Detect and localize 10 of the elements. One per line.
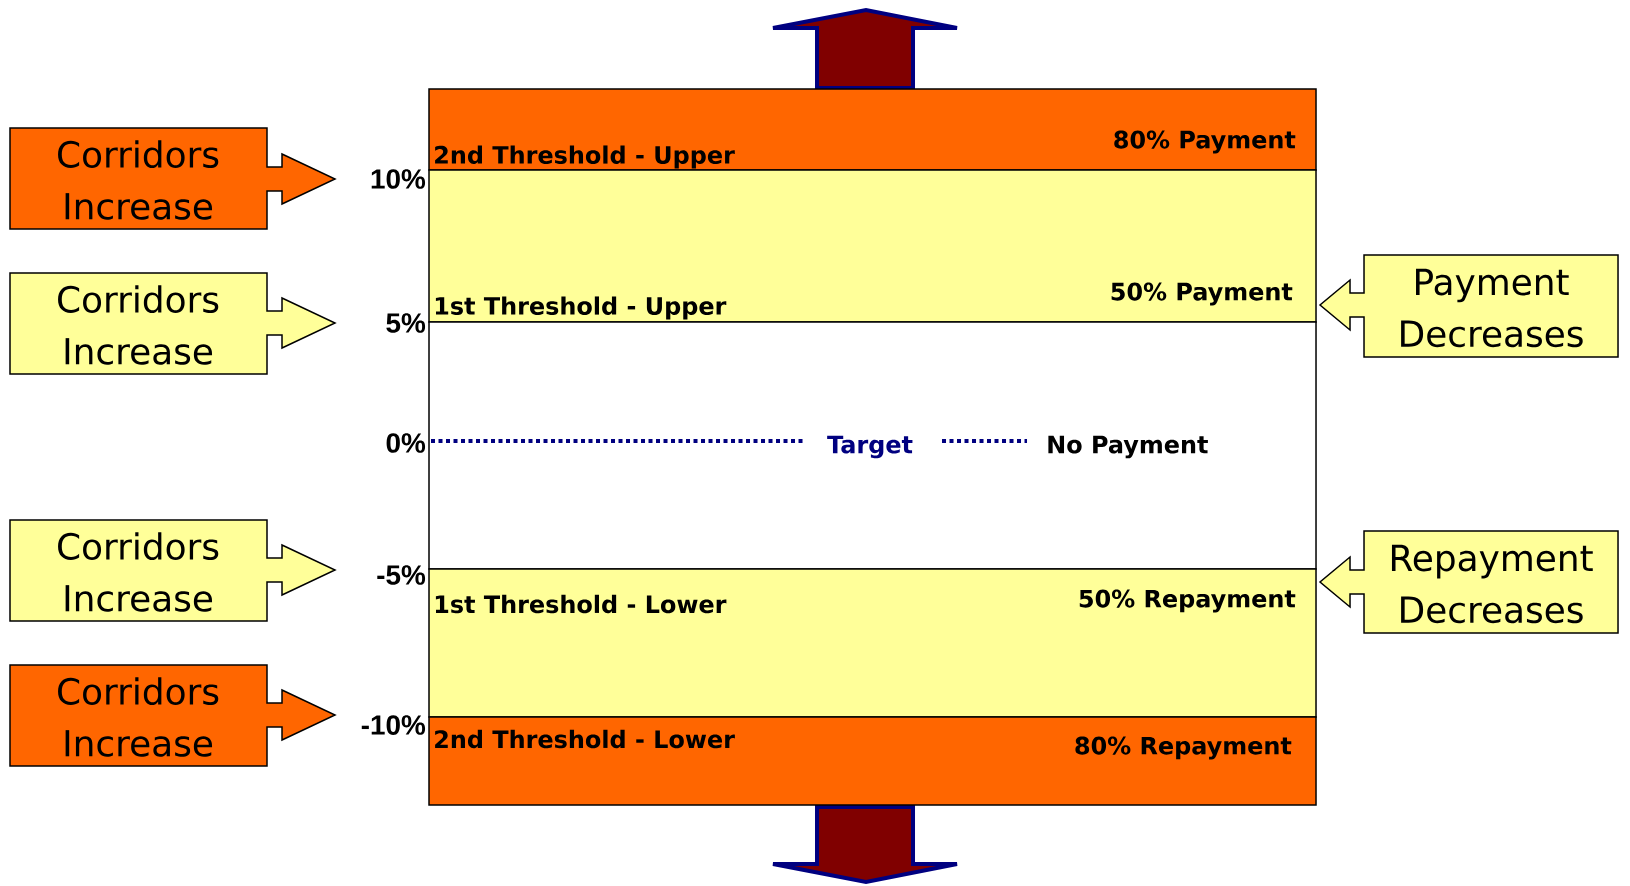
band: 1st Threshold - Lower 50% Repayment — [428, 568, 1317, 718]
percent-label: -10% — [361, 715, 426, 735]
band: 2nd Threshold - Lower 80% Repayment — [428, 716, 1317, 806]
band: Target No Payment — [428, 321, 1317, 570]
percent-label: 5% — [386, 313, 426, 333]
percent-label: -5% — [377, 565, 426, 585]
band: 2nd Threshold - Upper 80% Payment — [428, 88, 1317, 171]
percent-label: 0% — [386, 433, 426, 453]
band: 1st Threshold - Upper 50% Payment — [428, 169, 1317, 323]
percent-label: 10% — [371, 169, 426, 189]
